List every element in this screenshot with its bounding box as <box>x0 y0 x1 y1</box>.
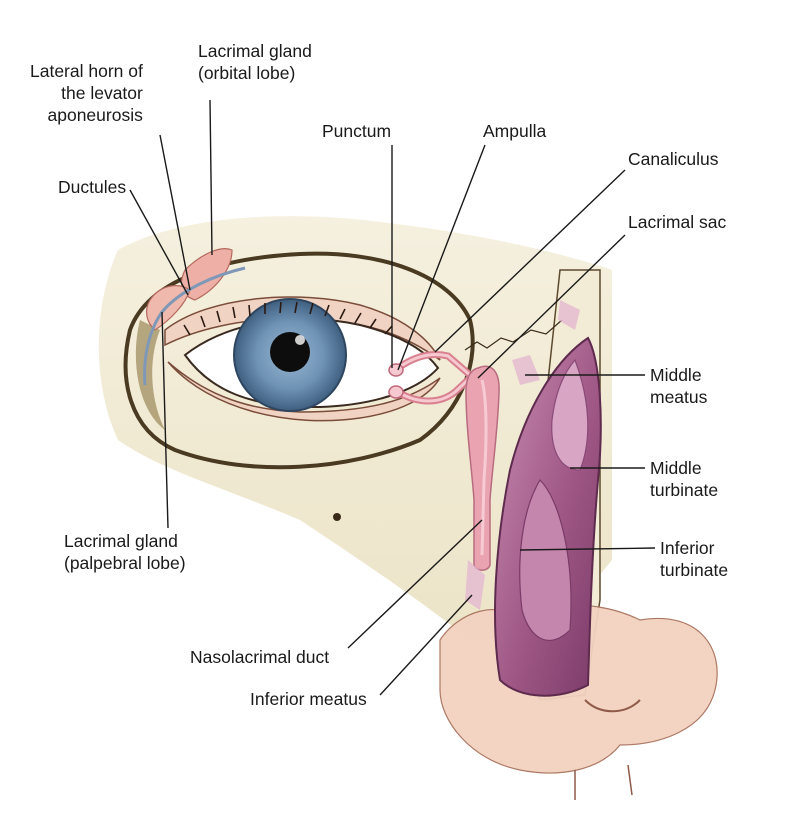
label-inferior-turbinate: Inferior turbinate <box>660 537 728 581</box>
label-line: turbinate <box>650 479 718 501</box>
label-canaliculus: Canaliculus <box>628 148 718 170</box>
label-lacrimal-sac: Lacrimal sac <box>628 211 726 233</box>
label-line: Ductules <box>58 176 126 198</box>
iris-highlight <box>295 335 305 345</box>
label-punctum: Punctum <box>322 120 391 142</box>
label-lacrimal-gland-orbital: Lacrimal gland (orbital lobe) <box>198 40 312 84</box>
label-line: Lacrimal gland <box>198 40 312 62</box>
label-line: turbinate <box>660 559 728 581</box>
label-line: Middle <box>650 457 718 479</box>
label-line: Middle <box>650 364 707 386</box>
small-foramen <box>333 513 341 521</box>
punctum-lower <box>389 386 403 398</box>
label-line: Lateral horn of <box>30 60 143 82</box>
label-ductules: Ductules <box>58 176 126 198</box>
label-line: Lacrimal gland <box>64 530 186 552</box>
label-middle-turbinate: Middle turbinate <box>650 457 718 501</box>
label-ampulla: Ampulla <box>483 120 546 142</box>
label-lateral-horn: Lateral horn of the levator aponeurosis <box>30 60 143 126</box>
label-line: Inferior meatus <box>250 688 367 710</box>
label-line: Canaliculus <box>628 148 718 170</box>
label-line: Punctum <box>322 120 391 142</box>
label-line: aponeurosis <box>30 104 143 126</box>
label-line: meatus <box>650 386 707 408</box>
label-lacrimal-gland-palpebral: Lacrimal gland (palpebral lobe) <box>64 530 186 574</box>
label-inferior-meatus: Inferior meatus <box>250 688 367 710</box>
label-line: Inferior <box>660 537 728 559</box>
label-line: (palpebral lobe) <box>64 552 186 574</box>
label-line: (orbital lobe) <box>198 62 312 84</box>
label-middle-meatus: Middle meatus <box>650 364 707 408</box>
label-nasolacrimal-duct: Nasolacrimal duct <box>190 646 329 668</box>
philtrum <box>575 765 632 800</box>
punctum-upper <box>389 364 403 376</box>
label-line: Lacrimal sac <box>628 211 726 233</box>
label-line: Nasolacrimal duct <box>190 646 329 668</box>
label-line: Ampulla <box>483 120 546 142</box>
label-line: the levator <box>30 82 143 104</box>
